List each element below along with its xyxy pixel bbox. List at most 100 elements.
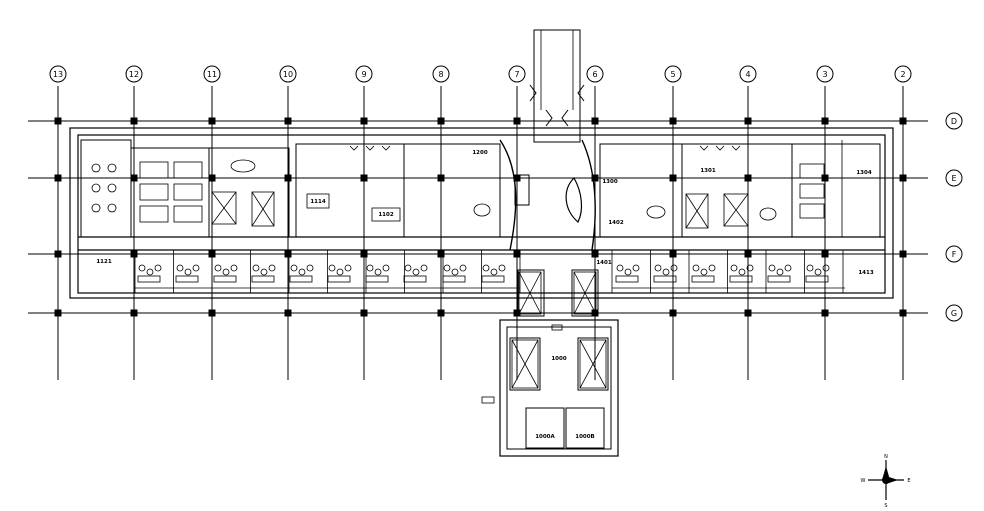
entrance-door-swing [561,109,569,127]
room-label-1402: 1402 [608,220,623,226]
office-chair [404,264,412,272]
column-square [284,117,292,125]
shaft-west [517,269,545,317]
office-chair [459,264,467,272]
column-bubble-circle [279,65,297,83]
elevator-crossbox [685,193,709,229]
office-chair [814,268,822,276]
wall-outlines [69,29,894,457]
column-bubble-label: 8 [438,70,443,79]
shaft-crossbox-x [573,271,597,315]
compass-label: W [861,478,866,484]
row-bubble-G: G [945,304,963,322]
office-desk [175,275,199,283]
column-square [437,309,445,317]
column-bubble-label: 4 [745,70,750,79]
lounge-chair [107,203,117,213]
compass-label: N [884,454,888,460]
elevator-crossbox-x [211,191,237,225]
office-chair [146,268,154,276]
office-desk [403,275,427,283]
column-square [821,250,829,258]
elevator-crossbox [579,339,607,389]
north-entrance-vestibule [533,29,581,143]
column-bubble-label: 6 [592,70,597,79]
office-chair [268,264,276,272]
row-bubble-label: E [951,174,956,183]
column-square [591,250,599,258]
office-chair [498,264,506,272]
column-square [513,117,521,125]
room-1301-wall [681,143,793,238]
row-bubble-E: E [945,169,963,187]
column-bubble-9: 9 [355,65,373,83]
column-bubble-label: 13 [53,70,63,79]
row-bubble-circle [945,245,963,263]
room-1000a-wall [525,407,565,449]
elevator-east [577,337,609,391]
column-square [513,309,521,317]
column-bubble-2: 2 [894,65,912,83]
lounge-chair [91,163,101,173]
column-square [437,117,445,125]
office-chair [632,264,640,272]
column-square [208,117,216,125]
column-square [437,174,445,182]
column-bubble-label: 2 [900,70,905,79]
room-1121-wall [80,139,132,238]
column-bubble-circle [894,65,912,83]
office-chair [420,264,428,272]
office-chair [230,264,238,272]
room-1102-tag-box [371,207,401,222]
office-chair [290,264,298,272]
lobby-curve-west [499,139,517,251]
core-tag [481,396,495,404]
column-bubble-circle [816,65,834,83]
compass-center [882,476,890,484]
office-chair [746,264,754,272]
office-chair [154,264,162,272]
lobby-sculpture [565,177,583,223]
column-square [54,117,62,125]
row-bubble-circle [945,304,963,322]
row-bubble-label: G [951,309,957,318]
office-chair [366,264,374,272]
room-label-1301: 1301 [700,168,715,174]
row-bubble-F: F [945,245,963,263]
column-bubble-label: 7 [514,70,519,79]
office-chair [214,264,222,272]
stair-crossbox [723,193,749,227]
office-chair [822,264,830,272]
office-chair [184,268,192,276]
workstation [173,161,203,179]
row-bubble-circle [945,112,963,130]
stair-crossbox-x [723,193,749,227]
room-label-1300: 1300 [602,179,617,185]
column-square [284,250,292,258]
workstation [139,183,169,201]
column-square [821,117,829,125]
office-chair [700,268,708,276]
column-square [208,174,216,182]
lobby-desk [514,174,530,206]
column-square [130,174,138,182]
room-label-1401: 1401 [596,260,611,266]
workstation [173,205,203,223]
office-chair [738,268,746,276]
column-square [130,117,138,125]
office-chair [192,264,200,272]
column-bubble-circle [508,65,526,83]
meeting-table [759,207,777,221]
column-square [591,309,599,317]
workstation-room-wall [130,147,210,238]
column-square [821,309,829,317]
office-chair [708,264,716,272]
elevator-crossbox-x [511,339,539,389]
room-label-1413: 1413 [858,270,873,276]
office-desk [327,275,351,283]
stair-crossbox-x [251,191,275,227]
row-bubble-D: D [945,112,963,130]
room-1114-wall [295,143,405,238]
column-bubble-13: 13 [49,65,67,83]
column-square [899,309,907,317]
